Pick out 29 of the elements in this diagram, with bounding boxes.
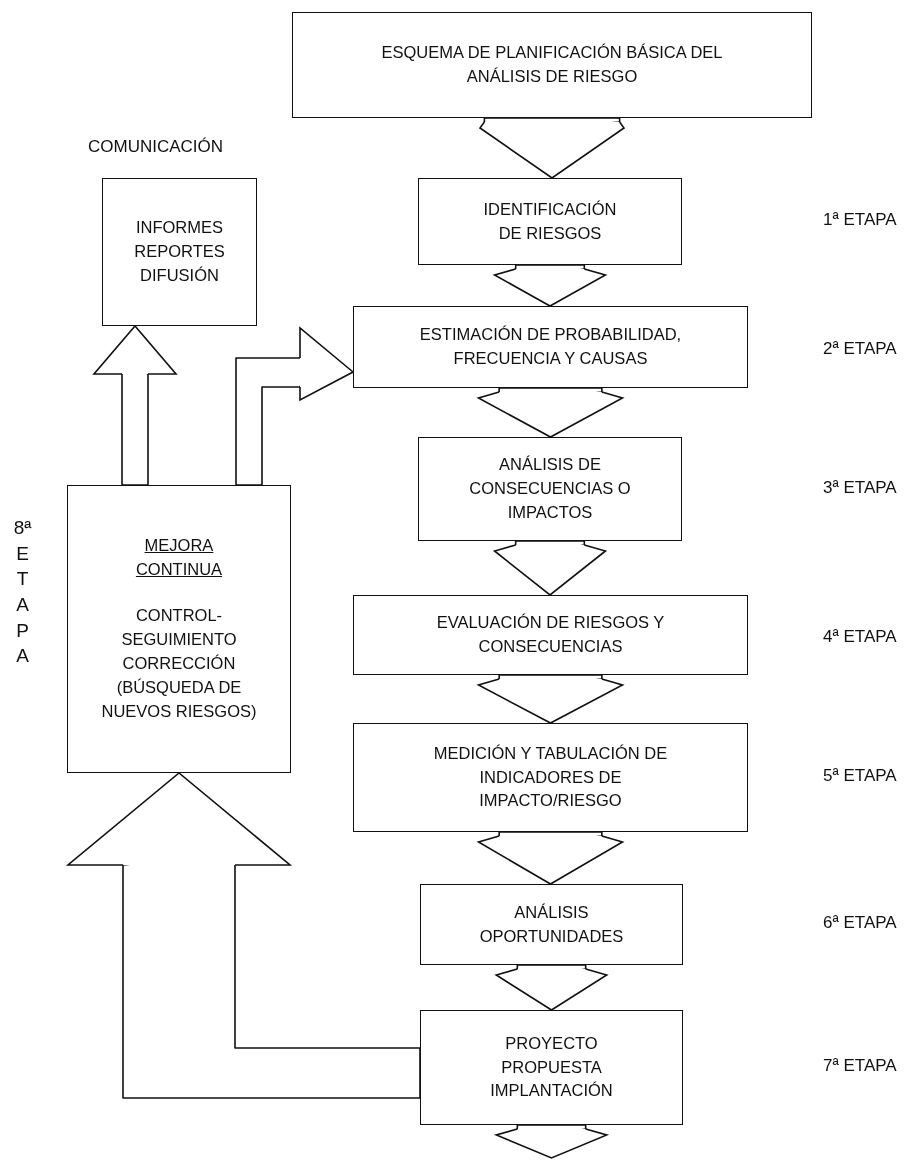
- box-text: ANÁLISIS DE CONSECUENCIAS O IMPACTOS: [468, 454, 632, 523]
- process-box: [353, 595, 748, 675]
- process-box: [353, 306, 748, 388]
- box-text: ANÁLISIS OPORTUNIDADES: [478, 901, 625, 947]
- box-text: INFORMES REPORTES DIFUSIÓN: [133, 217, 226, 286]
- box-text: PROYECTO PROPUESTA IMPLANTACIÓN: [490, 1032, 613, 1102]
- box-text: EVALUACIÓN DE RIESGOS Y CONSECUENCIAS: [435, 612, 666, 657]
- box-text: ESTIMACIÓN DE PROBABILIDAD, FRECUENCIA Y CAUSAS: [418, 324, 683, 369]
- process-box: [292, 12, 812, 118]
- process-box: [418, 178, 682, 265]
- process-box: [418, 437, 682, 541]
- box-heading: MEJORA CONTINUA: [134, 535, 224, 581]
- box-text: MEDICIÓN Y TABULACIÓN DE INDICADORES DE IMPACTO/RIESGO: [432, 742, 669, 812]
- section-heading: COMUNICACIÓN: [88, 137, 224, 157]
- stage-label: 8ª ETAPA: [13, 516, 32, 669]
- box-text: IDENTIFICACIÓN DE RIESGOS: [482, 198, 618, 244]
- process-box: [420, 1010, 683, 1125]
- box-text: CONTROL- SEGUIMIENTO CORRECCIÓN (BÚSQUEDA DE NUEVOS RIESGOS): [100, 605, 258, 722]
- stage-label: 2ª ETAPA: [823, 339, 897, 359]
- stage-label: 7ª ETAPA: [823, 1056, 897, 1076]
- stage-label: 1ª ETAPA: [823, 210, 897, 230]
- stage-label: 6ª ETAPA: [823, 913, 897, 933]
- box-text: ESQUEMA DE PLANIFICACIÓN BÁSICA DEL ANÁLISIS DE RIESGO: [380, 42, 724, 87]
- stage-label: 4ª ETAPA: [823, 627, 897, 647]
- process-box: [353, 723, 748, 832]
- process-box: [420, 884, 683, 965]
- stage-label: 5ª ETAPA: [823, 766, 897, 786]
- process-box: [67, 485, 291, 773]
- stage-label: 3ª ETAPA: [823, 478, 897, 498]
